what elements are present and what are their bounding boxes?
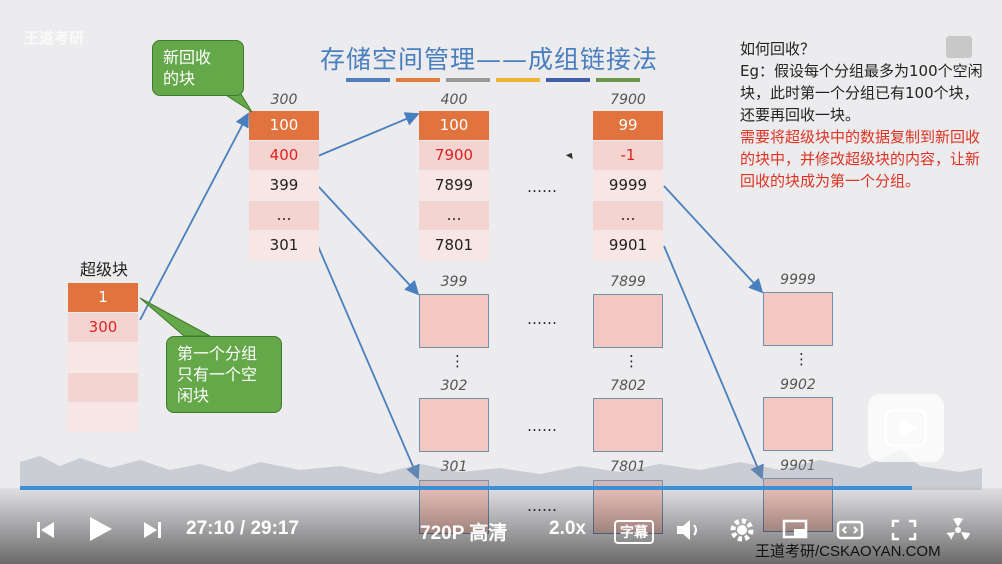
group-cell: 7899 [419,171,489,200]
superblock-cell: 300 [68,313,138,342]
next-icon[interactable] [140,518,164,542]
free-block [419,398,489,452]
subtitle-button[interactable]: 字幕 [614,520,654,544]
group-cell: … [249,201,319,230]
free-block-label: 7801 [610,459,646,475]
color-bar-segment [346,78,390,82]
free-block-label: 302 [440,378,468,394]
quality-button[interactable]: 720P 高清 [420,523,508,544]
callout-new-block: 新回收 的块 [152,40,244,96]
group-cell: 9999 [593,171,663,200]
play-button-icon[interactable] [86,514,114,544]
superblock-cell: 1 [68,283,138,312]
superblock-cell [68,373,138,402]
ellipsis: …… [527,178,557,196]
free-block [763,397,833,451]
hazard-icon[interactable] [944,516,972,544]
large-play-overlay-button[interactable] [868,394,944,462]
previous-icon[interactable] [34,518,58,542]
group-cell: 7801 [419,231,489,260]
fullscreen-icon[interactable] [890,518,918,542]
settings-gear-icon[interactable] [728,516,756,544]
note-answer: 需要将超级块中的数据复制到新回收的块中，并修改超级块的内容，让新回收的块成为第一… [740,128,981,190]
group-header: 400 [440,92,468,108]
current-time: 27:10 [186,518,235,539]
speed-button[interactable]: 2.0x [549,518,586,539]
group-cell: … [419,201,489,230]
progress-bar[interactable] [20,486,982,490]
player-controls [0,488,1002,564]
group-cell: 399 [249,171,319,200]
group-cell: 100 [249,111,319,140]
free-block-label: 301 [440,459,468,475]
free-block-label: 7899 [610,274,646,290]
ellipsis: …… [527,310,557,328]
free-block-label: 9902 [780,377,816,393]
widescreen-icon[interactable] [836,518,864,542]
free-block-label: 399 [440,274,468,290]
superblock-label: 超级块 [80,260,129,279]
group-cell: 301 [249,231,319,260]
progress-fill [20,486,912,490]
group-cell: … [593,201,663,230]
vertical-ellipsis: ⋮ [794,350,809,368]
note-question: 如何回收？ [740,40,816,58]
group-header: 300 [270,92,298,108]
group-cell: 100 [419,111,489,140]
vertical-ellipsis: ⋮ [450,352,465,370]
group-cell: -1 [593,141,663,170]
free-block [419,294,489,348]
free-block [763,292,833,346]
group-header: 7900 [610,92,646,108]
watermark-bottom-right: 王道考研/CSKAOYAN.COM [755,543,941,560]
recycle-note: 如何回收？ Eg：假设每个分组最多为100个空闲块，此时第一个分组已有100个块… [740,38,988,192]
ellipsis: …… [527,417,557,435]
color-bar-segment [546,78,590,82]
play-icon [884,408,928,448]
color-bar-segment [446,78,490,82]
group-cell: 400 [249,141,319,170]
group-cell: 99 [593,111,663,140]
slide-title: 存储空间管理——成组链接法 [320,45,659,74]
free-block-label: 7802 [610,378,646,394]
group-cell: 9901 [593,231,663,260]
color-bar-segment [396,78,440,82]
color-bar-segment [496,78,540,82]
callout-first-group: 第一个分组 只有一个空 闲块 [166,336,282,413]
picture-in-picture-icon[interactable] [782,518,810,542]
audio-waveform [20,450,982,490]
watermark-top-left: 王道考研 [24,29,85,47]
superblock-cell [68,403,138,432]
superblock-cell [68,343,138,372]
color-bar-segment [596,78,640,82]
total-time: 29:17 [250,518,300,539]
volume-icon[interactable] [674,516,702,544]
time-separator: / [239,518,246,539]
vertical-ellipsis: ⋮ [624,352,639,370]
slide-corner-icon [946,36,972,58]
free-block [593,294,663,348]
note-example: Eg：假设每个分组最多为100个空闲块，此时第一个分组已有100个块，还要再回收… [740,62,983,124]
time-display: 27:10 / 29:17 [186,518,299,540]
free-block-label: 9901 [763,458,833,474]
free-block-label: 9999 [780,272,816,288]
group-cell: 7900 [419,141,489,170]
free-block [593,398,663,452]
